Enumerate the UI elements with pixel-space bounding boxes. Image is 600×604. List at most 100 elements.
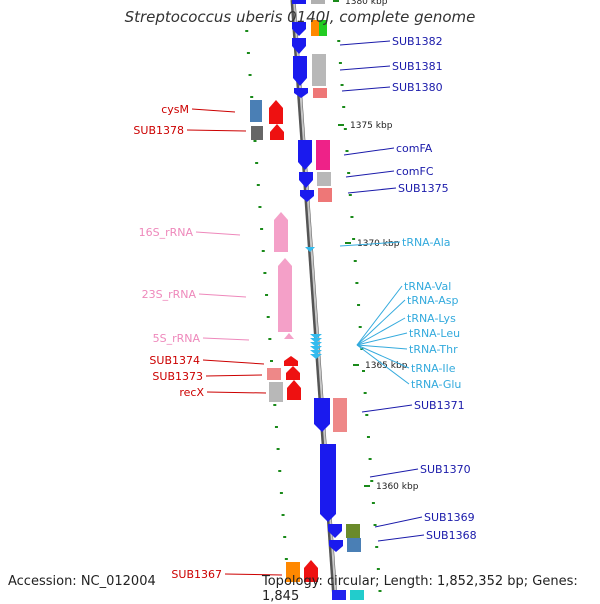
- tick-mark: [270, 360, 273, 362]
- tick-mark: [253, 140, 257, 142]
- tick-mark: [258, 206, 262, 208]
- feature-block: [311, 20, 319, 36]
- gene-label-5s_rrna: 5S_rRNA: [153, 332, 201, 345]
- gene-label-trna-leu: tRNA-Leu: [409, 327, 460, 340]
- tick-mark: [365, 414, 369, 416]
- tick-mark: [357, 304, 361, 306]
- leader-line: [186, 129, 247, 132]
- tick-mark: [355, 282, 359, 284]
- tick-mark: [375, 546, 379, 548]
- feature-block: [350, 590, 364, 600]
- gene-label-23s_rrna: 23S_rRNA: [142, 288, 197, 301]
- feature-block: [251, 126, 263, 140]
- cds-arrow-down: [298, 140, 312, 170]
- accession-label: Accession: NC_012004: [8, 574, 156, 589]
- gene-label-trna-asp: tRNA-Asp: [407, 294, 458, 307]
- scale-tick: [353, 364, 359, 366]
- tick-mark: [284, 558, 288, 560]
- cds-arrow-down: [299, 172, 313, 188]
- tick-mark: [376, 568, 380, 570]
- leader-line: [339, 65, 391, 71]
- feature-block: [267, 368, 281, 380]
- feature-block: [333, 398, 347, 432]
- leader-line: [356, 317, 406, 346]
- leader-line: [191, 108, 236, 113]
- feature-block: [269, 382, 283, 402]
- scale-label-1360kbp: 1360 kbp: [376, 482, 419, 492]
- tick-mark: [245, 30, 249, 32]
- gene-label-sub1375: SUB1375: [398, 182, 449, 195]
- tick-mark: [371, 502, 375, 504]
- feature-block: [286, 562, 300, 582]
- tick-mark: [350, 216, 354, 218]
- tick-mark: [261, 250, 265, 252]
- scale-tick: [333, 0, 339, 2]
- tick-mark: [265, 294, 269, 296]
- cds-arrow-up: [284, 356, 298, 366]
- leader-line: [339, 241, 401, 247]
- cds-arrow-down: [292, 22, 306, 36]
- gene-label-sub1371: SUB1371: [414, 399, 465, 412]
- feature-block: [319, 20, 327, 36]
- leader-line: [195, 231, 241, 236]
- feature-block: [332, 590, 346, 600]
- leader-line: [377, 534, 425, 542]
- leader-line: [356, 299, 406, 346]
- tick-mark: [338, 62, 342, 64]
- tick-mark: [276, 448, 280, 450]
- tick-mark: [248, 74, 252, 76]
- tick-mark: [340, 84, 344, 86]
- tick-mark: [342, 106, 346, 108]
- rrna-arrow: [284, 333, 294, 339]
- gene-label-cysm: cysM: [161, 103, 189, 116]
- trna-arrow: [310, 354, 322, 359]
- tick-mark: [366, 436, 370, 438]
- tick-mark: [352, 238, 356, 240]
- cds-arrow-down: [314, 398, 330, 432]
- leader-line: [347, 187, 397, 194]
- leader-line: [356, 344, 410, 369]
- feature-block: [313, 88, 327, 98]
- feature-block: [346, 524, 360, 538]
- gene-label-trna-ala: tRNA-Ala: [402, 236, 451, 249]
- feature-block: [316, 140, 330, 170]
- leader-line: [341, 86, 391, 92]
- tick-mark: [363, 392, 367, 394]
- gene-label-trna-val: tRNA-Val: [404, 280, 451, 293]
- leader-line: [339, 40, 391, 46]
- tick-mark: [273, 404, 277, 406]
- cds-arrow-down: [329, 540, 343, 552]
- scale-label-1365kbp: 1365 kbp: [365, 361, 408, 371]
- tick-mark: [250, 96, 254, 98]
- gene-label-sub1369: SUB1369: [424, 511, 475, 524]
- cds-arrow-down: [328, 524, 342, 538]
- tick-mark: [345, 150, 349, 152]
- leader-line: [356, 344, 408, 350]
- gene-label-trna-lys: tRNA-Lys: [407, 312, 456, 325]
- tick-mark: [260, 228, 264, 230]
- cds-arrow-up: [287, 380, 301, 400]
- tick-mark: [358, 326, 362, 328]
- cds-block: [292, 0, 306, 4]
- leader-line: [198, 293, 247, 298]
- leader-line: [374, 516, 423, 528]
- scale-tick: [338, 124, 344, 126]
- leader-line: [205, 374, 263, 377]
- gene-label-16s_rrna: 16S_rRNA: [139, 226, 194, 239]
- feature-block: [317, 172, 331, 186]
- tick-mark: [263, 272, 267, 274]
- feature-block: [250, 100, 262, 122]
- scale-label-1380kbp: 1380 kbp: [345, 0, 388, 7]
- trna-arrow: [305, 247, 315, 252]
- cds-arrow-down: [293, 56, 307, 86]
- tick-mark: [370, 480, 374, 482]
- leader-line: [206, 391, 267, 394]
- gene-label-sub1368: SUB1368: [426, 529, 477, 542]
- gene-label-recx: recX: [179, 386, 204, 399]
- cds-arrow-up: [286, 366, 300, 380]
- gene-label-sub1373: SUB1373: [152, 370, 203, 383]
- leader-line: [356, 285, 403, 346]
- tick-mark: [281, 514, 285, 516]
- scale-tick: [345, 242, 351, 244]
